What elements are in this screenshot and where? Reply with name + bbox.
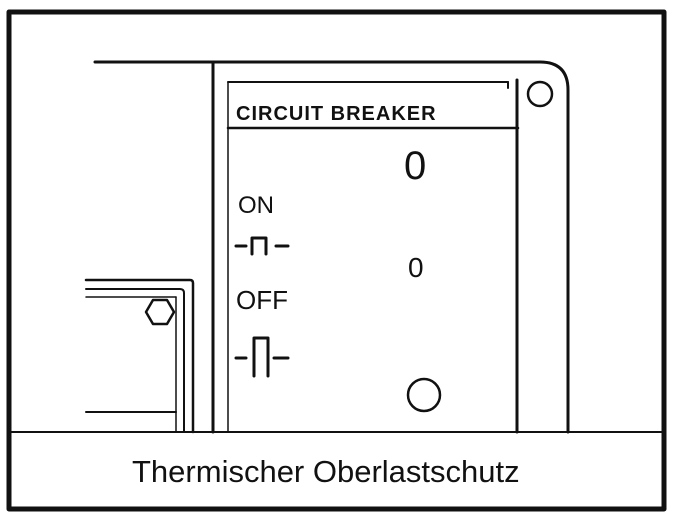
- off-label: OFF: [236, 285, 288, 315]
- outer-frame: [6, 9, 667, 512]
- reset-button-circle: [406, 377, 442, 413]
- on-label: ON: [238, 192, 274, 219]
- on-symbol-icon: [234, 236, 290, 256]
- housing-right-edge: [538, 60, 570, 434]
- position-mark-top: 0: [404, 144, 427, 188]
- adjacent-housing-outer: [84, 278, 195, 434]
- adjacent-housing-inner: [85, 288, 185, 433]
- hex-nut: [144, 298, 176, 326]
- position-mark-middle: 0: [408, 252, 424, 283]
- panel-title: CIRCUIT BREAKER: [236, 103, 437, 125]
- caption: Thermischer Oberlastschutz: [132, 454, 520, 489]
- off-symbol-icon: [234, 336, 290, 378]
- corner-screw: [526, 80, 554, 108]
